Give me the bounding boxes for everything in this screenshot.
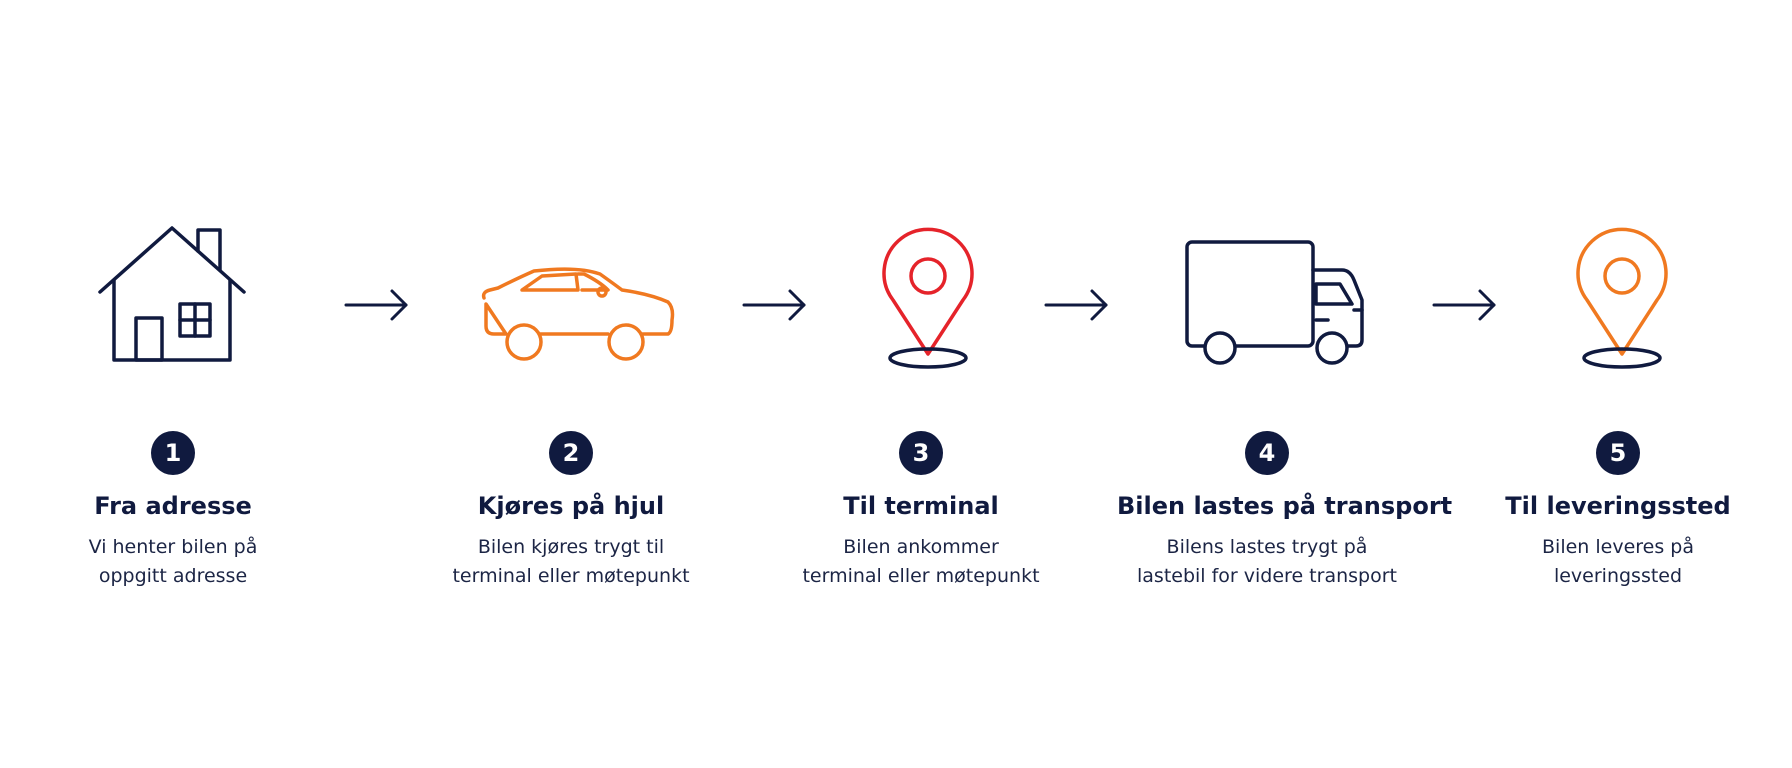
step-3: 3 Til terminal Bilen ankommer terminal e… <box>771 431 1071 591</box>
step-number-badge: 3 <box>899 431 943 475</box>
arrow-right-icon <box>344 285 410 325</box>
car-icon <box>481 267 675 364</box>
step-description: Bilen kjøres trygt til terminal eller mø… <box>421 533 721 591</box>
step-description-line: terminal eller møtepunkt <box>452 565 690 587</box>
step-title: Til leveringssted <box>1505 492 1731 520</box>
step-description-line: Bilens lastes trygt på <box>1166 536 1368 558</box>
step-description-line: leveringssted <box>1553 565 1683 587</box>
step-description-line: Vi henter bilen på <box>88 536 258 558</box>
step-description: Bilens lastes trygt på lastebil for vide… <box>1117 533 1417 591</box>
step-title: Fra adresse <box>94 492 252 520</box>
step-description-line: lastebil for videre transport <box>1137 565 1397 587</box>
step-title: Til terminal <box>843 492 999 520</box>
step-description: Vi henter bilen på oppgitt adresse <box>23 533 323 591</box>
step-4: 4 Bilen lastes på transport Bilens laste… <box>1117 431 1453 591</box>
location-pin-icon <box>880 227 976 372</box>
step-number-badge: 4 <box>1245 431 1289 475</box>
step-description-line: Bilen leveres på <box>1542 536 1694 558</box>
step-description-line: Bilen kjøres trygt til <box>477 536 665 558</box>
house-icon <box>96 220 252 366</box>
truck-icon <box>1184 240 1366 365</box>
step-title: Kjøres på hjul <box>477 492 665 520</box>
step-1: 1 Fra adresse Vi henter bilen på oppgitt… <box>23 431 323 591</box>
arrow-right-icon <box>1432 285 1498 325</box>
step-2: 2 Kjøres på hjul Bilen kjøres trygt til … <box>421 431 721 591</box>
arrow-right-icon <box>1044 285 1110 325</box>
step-number-badge: 5 <box>1596 431 1640 475</box>
step-number-badge: 1 <box>151 431 195 475</box>
step-title: Bilen lastes på transport <box>1117 492 1453 520</box>
location-pin-icon <box>1574 227 1670 372</box>
step-description: Bilen leveres på leveringssted <box>1468 533 1768 591</box>
step-number-badge: 2 <box>549 431 593 475</box>
step-description: Bilen ankommer terminal eller møtepunkt <box>771 533 1071 591</box>
step-5: 5 Til leveringssted Bilen leveres på lev… <box>1468 431 1768 591</box>
arrow-right-icon <box>742 285 808 325</box>
step-description-line: terminal eller møtepunkt <box>802 565 1040 587</box>
step-description-line: oppgitt adresse <box>98 565 248 587</box>
step-description-line: Bilen ankommer <box>843 536 999 558</box>
